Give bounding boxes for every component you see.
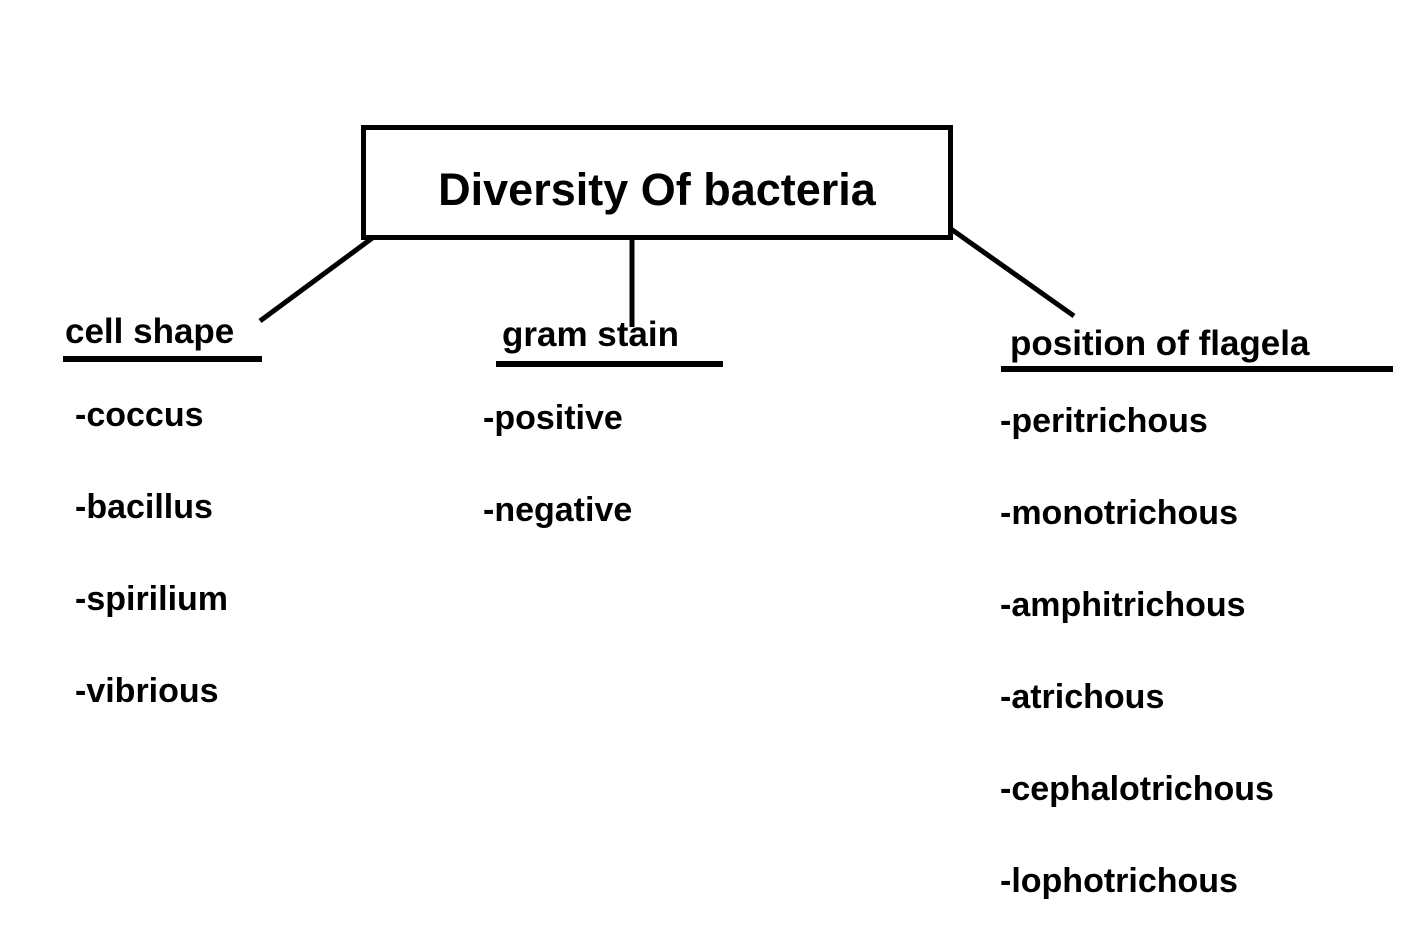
branch-list-position-of-flagela: -peritrichous -monotrichous -amphitricho… (1000, 375, 1274, 927)
heading-underline-gram-stain (496, 361, 723, 367)
list-item: -positive (483, 399, 623, 437)
heading-underline-cell-shape (63, 356, 262, 362)
list-item: -lophotrichous (1000, 862, 1238, 900)
branch-heading-position-of-flagela: position of flagela (1010, 324, 1310, 363)
diagram-title: Diversity Of bacteria (438, 163, 876, 215)
list-item: -negative (483, 491, 633, 529)
list-item: -bacillus (75, 488, 213, 526)
title-box: Diversity Of bacteria (361, 125, 953, 240)
branch-list-cell-shape: -coccus -bacillus -spirilium -vibrious (75, 369, 228, 737)
list-item: -atrichous (1000, 678, 1165, 716)
list-item: -cephalotrichous (1000, 770, 1274, 808)
list-item: -monotrichous (1000, 494, 1238, 532)
list-item: -amphitrichous (1000, 586, 1246, 624)
list-item: -coccus (75, 396, 204, 434)
branch-heading-cell-shape: cell shape (65, 312, 235, 351)
branch-heading-gram-stain: gram stain (502, 315, 679, 354)
list-item: -peritrichous (1000, 402, 1208, 440)
connector-line-position-of-flagela (932, 214, 1076, 319)
heading-underline-position-of-flagela (1001, 366, 1393, 372)
branch-list-gram-stain: -positive -negative (483, 372, 632, 556)
list-item: -spirilium (75, 580, 229, 618)
list-item: -vibrious (75, 672, 219, 710)
